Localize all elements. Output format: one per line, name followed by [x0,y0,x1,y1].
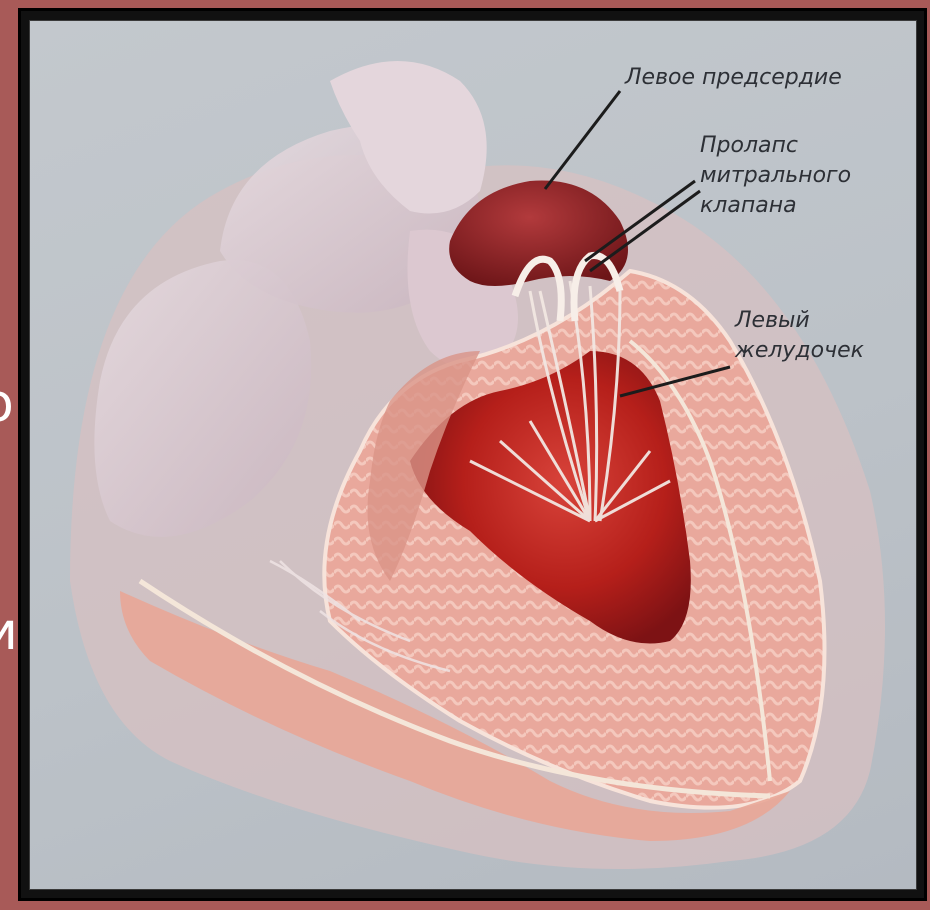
illustration-frame: Левое предсердие Пролапс митрального кла… [18,8,927,901]
label-mitral-line1: Пролапс [700,131,851,161]
label-lv-line1: Левый [735,306,864,336]
slide-text-fragment-bottom: и [0,606,18,658]
slide-text-fragment-top: о [0,378,14,430]
label-lv-line2: желудочек [735,336,864,366]
label-mitral-prolapse: Пролапс митрального клапана [700,131,851,221]
leader-left-atrium [545,91,620,189]
label-left-ventricle: Левый желудочек [735,306,864,366]
heart-illustration: Левое предсердие Пролапс митрального кла… [29,20,917,890]
label-left-atrium: Левое предсердие [625,63,842,93]
label-mitral-line3: клапана [700,191,851,221]
label-mitral-line2: митрального [700,161,851,191]
